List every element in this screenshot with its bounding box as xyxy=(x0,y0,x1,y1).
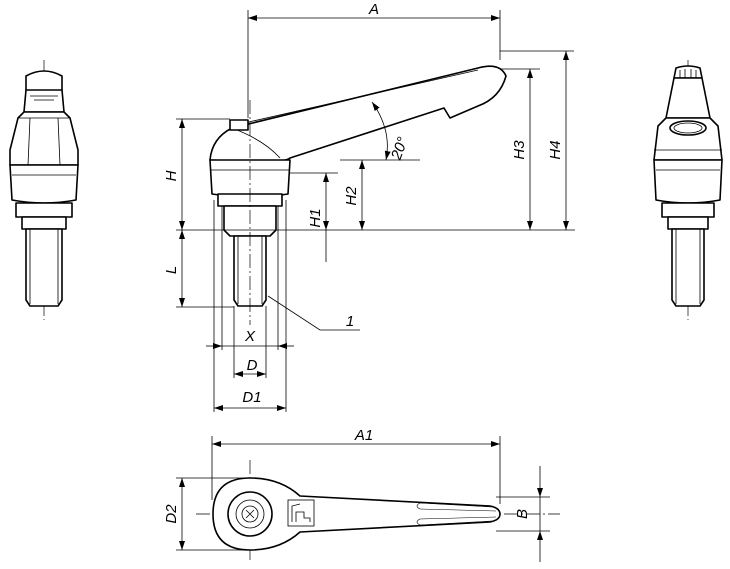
dim-label-a1: A1 xyxy=(354,427,373,444)
item-1-label: 1 xyxy=(346,313,354,330)
dim-label-l: L xyxy=(163,266,180,274)
dim-label-a: A xyxy=(368,1,379,18)
dim-label-h3: H3 xyxy=(511,140,528,160)
dim-label-d: D xyxy=(247,357,258,374)
dim-label-h4: H4 xyxy=(547,140,564,159)
dim-label-h: H xyxy=(163,170,180,181)
front-view: A H L H1 H2 H3 H4 20° X xyxy=(163,1,575,412)
dim-label-h2: H2 xyxy=(343,186,360,206)
top-view: A1 D2 B xyxy=(163,427,560,562)
dim-label-h1: H1 xyxy=(307,208,324,227)
dim-label-x: X xyxy=(244,328,256,345)
right-side-view xyxy=(653,60,723,320)
logo-mark-icon xyxy=(287,499,315,527)
left-side-view xyxy=(9,60,79,320)
dim-label-b: B xyxy=(514,509,531,519)
angle-label: 20° xyxy=(388,135,412,163)
dim-label-d1: D1 xyxy=(242,389,261,406)
dim-label-d2: D2 xyxy=(163,504,180,524)
